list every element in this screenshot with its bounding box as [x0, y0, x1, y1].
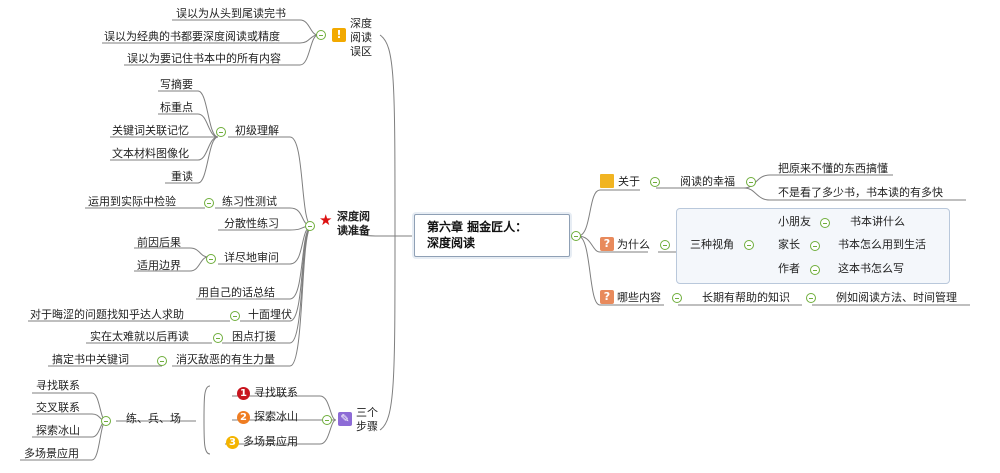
collapse-icon[interactable] — [157, 356, 167, 366]
topic-misread[interactable]: 深度 阅读 误区 — [350, 17, 372, 59]
examine-item-2[interactable]: 适用边界 — [137, 259, 181, 272]
basic-item-5[interactable]: 重读 — [171, 170, 193, 183]
prep-elim[interactable]: 消灭敌恶的有生力量 — [176, 353, 275, 366]
misread-item-1[interactable]: 误以为从头到尾读完书 — [176, 7, 286, 20]
topic-prep[interactable]: 深度阅 读准备 — [337, 210, 370, 238]
collapse-icon[interactable] — [571, 231, 581, 241]
prep-ambush[interactable]: 十面埋伏 — [248, 308, 292, 321]
number-2-icon: 2 — [237, 411, 250, 424]
question-icon: ? — [600, 237, 614, 251]
basic-item-3[interactable]: 关键词关联记忆 — [112, 124, 189, 137]
topic-what[interactable]: 哪些内容 — [617, 291, 661, 304]
collapse-icon[interactable] — [101, 416, 111, 426]
collapse-icon[interactable] — [305, 221, 315, 231]
elim-item[interactable]: 搞定书中关键词 — [52, 353, 129, 366]
prep-spot[interactable]: 困点打援 — [232, 330, 276, 343]
number-1-icon: 1 — [237, 387, 250, 400]
collapse-icon[interactable] — [746, 177, 756, 187]
central-topic[interactable]: 第六章 掘金匠人： 深度阅读 — [414, 214, 570, 257]
about-item-1[interactable]: 把原来不懂的东西搞懂 — [778, 162, 888, 175]
collapse-icon[interactable] — [650, 177, 660, 187]
why-who-3[interactable]: 作者 — [778, 262, 800, 275]
step-2[interactable]: 探索冰山 — [254, 410, 298, 423]
spot-item[interactable]: 实在太难就以后再读 — [90, 330, 189, 343]
collapse-icon[interactable] — [810, 265, 820, 275]
question-icon: ? — [600, 290, 614, 304]
prep-label-1: 深度阅 — [337, 210, 370, 223]
why-who-2[interactable]: 家长 — [778, 238, 800, 251]
collapse-icon[interactable] — [316, 30, 326, 40]
collapse-icon[interactable] — [322, 415, 332, 425]
collapse-icon[interactable] — [216, 127, 226, 137]
folder-icon — [600, 174, 614, 188]
collapse-icon[interactable] — [672, 293, 682, 303]
prep-basic[interactable]: 初级理解 — [235, 124, 279, 137]
steps-label-2: 步骤 — [356, 420, 378, 433]
prep-label-2: 读准备 — [337, 224, 370, 237]
basic-item-1[interactable]: 写摘要 — [160, 78, 193, 91]
number-3-icon: 3 — [226, 436, 239, 449]
prep-spaced[interactable]: 分散性练习 — [224, 217, 279, 230]
step-1[interactable]: 寻找联系 — [254, 386, 298, 399]
topic-what-sub[interactable]: 长期有帮助的知识 — [702, 291, 790, 304]
collapse-icon[interactable] — [204, 198, 214, 208]
misread-label-2: 阅读 — [350, 31, 372, 44]
step-3[interactable]: 多场景应用 — [243, 435, 298, 448]
group-item-4[interactable]: 多场景应用 — [24, 447, 79, 460]
collapse-icon[interactable] — [744, 240, 754, 250]
central-topic-line2: 深度阅读 — [427, 236, 476, 250]
pencil-icon: ✎ — [338, 412, 352, 426]
topic-why-sub[interactable]: 三种视角 — [690, 238, 734, 251]
examine-item-1[interactable]: 前因后果 — [137, 236, 181, 249]
prep-summary[interactable]: 用自己的话总结 — [198, 286, 275, 299]
group-item-1[interactable]: 寻找联系 — [36, 379, 80, 392]
central-topic-line1: 第六章 掘金匠人： — [427, 220, 528, 234]
steps-label-1: 三个 — [356, 406, 378, 419]
basic-item-2[interactable]: 标重点 — [160, 101, 193, 114]
topic-steps[interactable]: 三个 步骤 — [356, 406, 378, 434]
topic-why[interactable]: 为什么 — [617, 238, 650, 251]
collapse-icon[interactable] — [213, 333, 223, 343]
topic-about-sub[interactable]: 阅读的幸福 — [680, 175, 735, 188]
prep-examine[interactable]: 详尽地审问 — [224, 251, 279, 264]
collapse-icon[interactable] — [820, 218, 830, 228]
collapse-icon[interactable] — [206, 254, 216, 264]
collapse-icon[interactable] — [660, 240, 670, 250]
group-item-3[interactable]: 探索冰山 — [36, 424, 80, 437]
why-who-1[interactable]: 小朋友 — [778, 215, 811, 228]
collapse-icon[interactable] — [806, 293, 816, 303]
why-what-2[interactable]: 书本怎么用到生活 — [838, 238, 926, 251]
steps-group[interactable]: 练、兵、场 — [126, 412, 181, 425]
basic-item-4[interactable]: 文本材料图像化 — [112, 147, 189, 160]
misread-label-1: 深度 — [350, 17, 372, 30]
why-what-1[interactable]: 书本讲什么 — [850, 215, 905, 228]
prep-practice[interactable]: 练习性测试 — [222, 195, 277, 208]
misread-label-3: 误区 — [350, 45, 372, 58]
ambush-item[interactable]: 对于晦涩的问题找知乎达人求助 — [30, 308, 184, 321]
topic-about[interactable]: 关于 — [618, 175, 640, 188]
group-item-2[interactable]: 交叉联系 — [36, 401, 80, 414]
practice-item[interactable]: 运用到实际中检验 — [88, 195, 176, 208]
misread-item-3[interactable]: 误以为要记住书本中的所有内容 — [127, 52, 281, 65]
topic-what-detail[interactable]: 例如阅读方法、时间管理 — [836, 291, 957, 304]
why-what-3[interactable]: 这本书怎么写 — [838, 262, 904, 275]
star-icon: ★ — [319, 211, 333, 229]
misread-item-2[interactable]: 误以为经典的书都要深度阅读或精度 — [104, 30, 280, 43]
collapse-icon[interactable] — [230, 311, 240, 321]
warning-icon: ! — [332, 28, 346, 42]
collapse-icon[interactable] — [810, 241, 820, 251]
about-item-2[interactable]: 不是看了多少书，书本读的有多快 — [778, 186, 943, 199]
